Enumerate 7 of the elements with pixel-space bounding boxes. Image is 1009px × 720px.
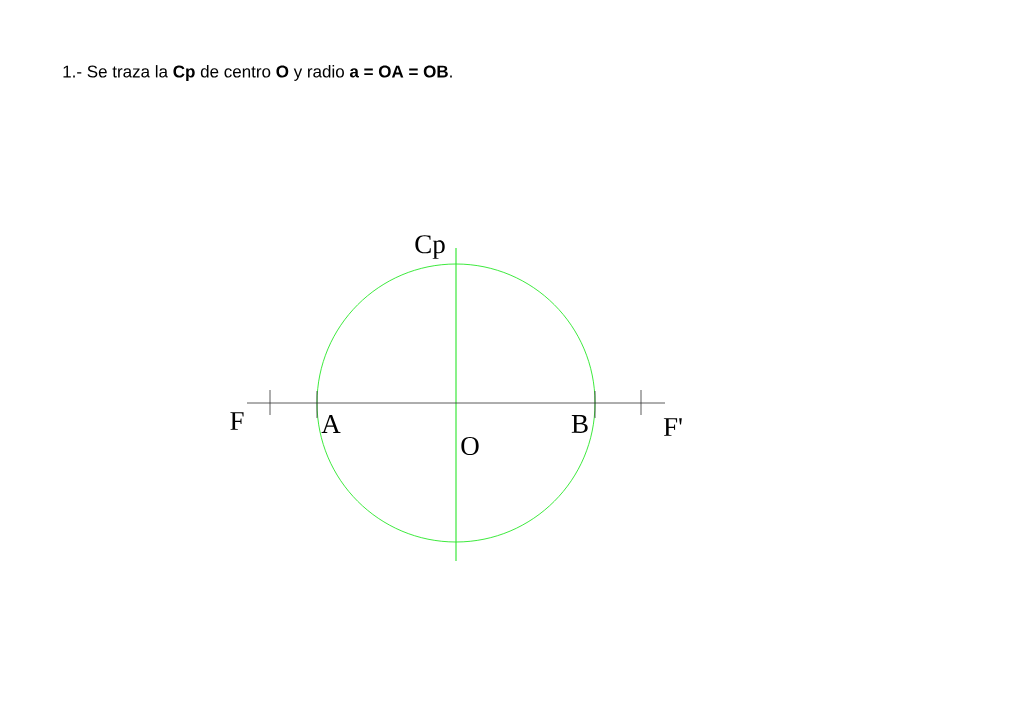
point-label: B xyxy=(571,415,588,433)
point-label: F xyxy=(230,412,244,430)
instruction-text: 1.- Se traza la Cp de centro O y radio a = OA = OB. xyxy=(63,65,452,81)
point-label: F' xyxy=(663,418,682,436)
point-label: Cp xyxy=(415,235,445,259)
point-label: A xyxy=(321,415,341,433)
point-label: O xyxy=(461,436,479,456)
